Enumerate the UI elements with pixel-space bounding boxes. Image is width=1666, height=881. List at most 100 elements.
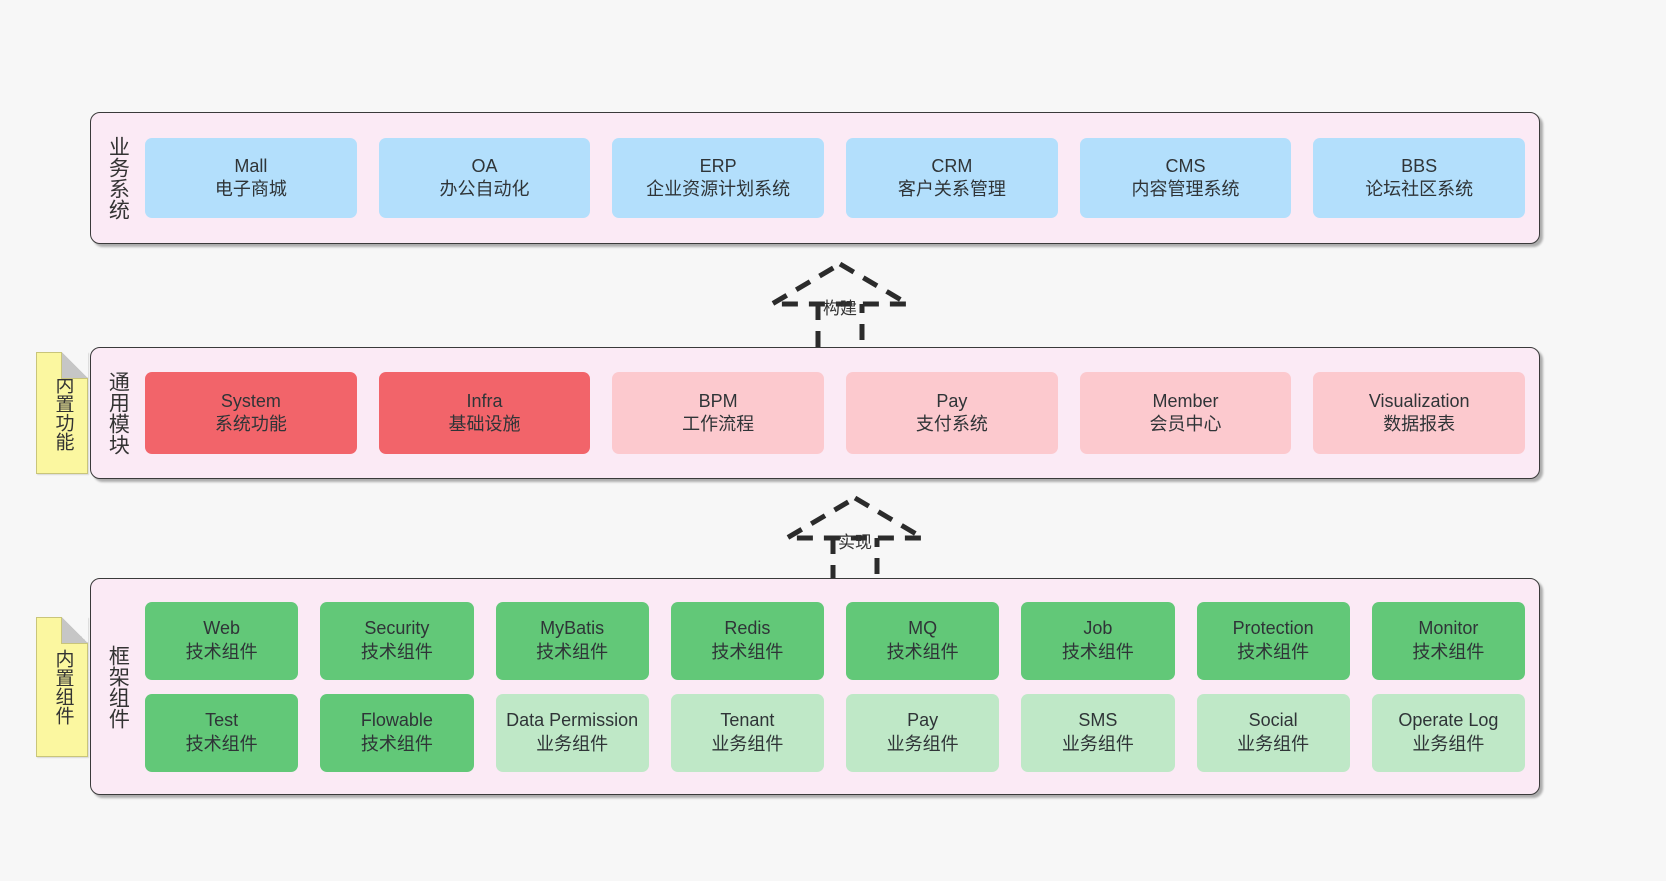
node-member-en: Member <box>1152 390 1219 411</box>
layer-common-modules-label: 通用模块 <box>106 371 130 455</box>
node-system[interactable]: System 系统功能 <box>145 372 357 454</box>
node-pay-module-en: Pay <box>936 390 968 411</box>
node-protection[interactable]: Protection 技术组件 <box>1196 601 1350 680</box>
node-sms[interactable]: SMS 业务组件 <box>1021 693 1175 772</box>
node-infra-cn: 基础设施 <box>448 414 521 434</box>
node-data-permission-en: Data Permission <box>506 710 639 731</box>
node-redis-cn: 技术组件 <box>711 641 784 662</box>
node-mall[interactable]: Mall 电子商城 <box>145 138 357 218</box>
node-redis-en: Redis <box>724 618 771 639</box>
node-web[interactable]: Web 技术组件 <box>145 601 299 680</box>
arrow-implement-glyph <box>777 495 933 591</box>
layer-common-modules: 通用模块 System 系统功能 Infra 基础设施 BPM 工作流程 Pay… <box>90 347 1540 479</box>
node-job-en: Job <box>1083 618 1113 639</box>
framework-node-row-1: Web 技术组件 Security 技术组件 MyBatis 技术组件 Redi… <box>145 601 1525 680</box>
node-operate-log-cn: 业务组件 <box>1412 733 1485 754</box>
node-bpm[interactable]: BPM 工作流程 <box>612 372 825 454</box>
note-builtin-components: 内置组件 <box>36 617 88 757</box>
node-pay-module[interactable]: Pay 支付系统 <box>846 372 1058 454</box>
node-pay-component-cn: 业务组件 <box>886 733 959 754</box>
node-tenant[interactable]: Tenant 业务组件 <box>670 693 824 772</box>
node-member-cn: 会员中心 <box>1149 414 1222 434</box>
node-oa-en: OA <box>471 155 498 176</box>
node-mq-en: MQ <box>908 618 938 639</box>
node-social-cn: 业务组件 <box>1237 733 1310 754</box>
node-member[interactable]: Member 会员中心 <box>1079 372 1292 454</box>
node-bbs-cn: 论坛社区系统 <box>1365 179 1474 199</box>
node-mybatis-cn: 技术组件 <box>536 641 609 662</box>
layer-business-system-body: Mall 电子商城 OA 办公自动化 ERP 企业资源计划系统 CRM 客户关系… <box>143 113 1539 243</box>
node-infra[interactable]: Infra 基础设施 <box>378 372 591 454</box>
node-monitor-en: Monitor <box>1418 618 1479 639</box>
node-flowable-en: Flowable <box>360 710 433 731</box>
node-mybatis[interactable]: MyBatis 技术组件 <box>495 601 649 680</box>
node-visualization-en: Visualization <box>1368 390 1470 411</box>
node-erp-cn: 企业资源计划系统 <box>646 179 791 199</box>
node-mall-en: Mall <box>234 155 268 176</box>
layer-framework-components-label: 框架组件 <box>106 644 130 729</box>
node-protection-en: Protection <box>1232 618 1314 639</box>
node-tenant-en: Tenant <box>720 710 775 731</box>
note-builtin-components-text: 内置组件 <box>52 649 74 725</box>
node-security-en: Security <box>364 618 430 639</box>
node-social-en: Social <box>1248 710 1298 731</box>
note-builtin-features: 内置功能 <box>36 352 88 474</box>
arrow-build-glyph <box>762 261 918 357</box>
node-crm[interactable]: CRM 客户关系管理 <box>846 138 1058 218</box>
node-sms-cn: 业务组件 <box>1061 733 1134 754</box>
node-system-cn: 系统功能 <box>214 414 287 434</box>
module-node-row: System 系统功能 Infra 基础设施 BPM 工作流程 Pay 支付系统… <box>145 372 1526 454</box>
node-mall-cn: 电子商城 <box>214 179 287 199</box>
node-test[interactable]: Test 技术组件 <box>145 693 299 772</box>
node-cms[interactable]: CMS 内容管理系统 <box>1079 138 1292 218</box>
node-erp[interactable]: ERP 企业资源计划系统 <box>612 138 825 218</box>
node-web-cn: 技术组件 <box>185 641 258 662</box>
node-social[interactable]: Social 业务组件 <box>1196 693 1350 772</box>
node-visualization[interactable]: Visualization 数据报表 <box>1313 372 1526 454</box>
node-mybatis-en: MyBatis <box>540 618 605 639</box>
node-redis[interactable]: Redis 技术组件 <box>670 601 824 680</box>
layer-framework-components-body: Web 技术组件 Security 技术组件 MyBatis 技术组件 Redi… <box>143 579 1539 794</box>
node-mq-cn: 技术组件 <box>886 641 959 662</box>
node-pay-module-cn: 支付系统 <box>915 414 988 434</box>
node-monitor-cn: 技术组件 <box>1412 641 1485 662</box>
layer-framework-components: 框架组件 Web 技术组件 Security 技术组件 MyBatis 技术组件… <box>90 578 1540 795</box>
node-security[interactable]: Security 技术组件 <box>320 601 474 680</box>
node-cms-cn: 内容管理系统 <box>1131 179 1240 199</box>
node-bpm-en: BPM <box>698 390 738 411</box>
framework-node-row-2: Test 技术组件 Flowable 技术组件 Data Permission … <box>145 693 1525 772</box>
layer-business-system-label: 业务系统 <box>106 136 130 220</box>
arrow-implement-label: 实现 <box>838 533 872 552</box>
node-protection-cn: 技术组件 <box>1237 641 1310 662</box>
node-infra-en: Infra <box>466 390 503 411</box>
node-bbs[interactable]: BBS 论坛社区系统 <box>1313 138 1526 218</box>
node-bpm-cn: 工作流程 <box>682 414 755 434</box>
node-pay-component[interactable]: Pay 业务组件 <box>846 693 1000 772</box>
node-bbs-en: BBS <box>1401 155 1438 176</box>
node-oa[interactable]: OA 办公自动化 <box>378 138 591 218</box>
business-node-row: Mall 电子商城 OA 办公自动化 ERP 企业资源计划系统 CRM 客户关系… <box>145 138 1526 218</box>
note-builtin-features-text: 内置功能 <box>52 375 74 451</box>
arrow-build-label: 构建 <box>823 299 857 318</box>
node-data-permission[interactable]: Data Permission 业务组件 <box>495 693 649 772</box>
node-crm-en: CRM <box>931 155 973 176</box>
node-flowable[interactable]: Flowable 技术组件 <box>320 693 474 772</box>
node-visualization-cn: 数据报表 <box>1383 414 1456 434</box>
layer-common-modules-body: System 系统功能 Infra 基础设施 BPM 工作流程 Pay 支付系统… <box>143 348 1539 478</box>
node-data-permission-cn: 业务组件 <box>536 733 609 754</box>
node-pay-component-en: Pay <box>907 710 939 731</box>
node-operate-log-en: Operate Log <box>1398 710 1499 731</box>
node-mq[interactable]: MQ 技术组件 <box>846 601 1000 680</box>
node-job[interactable]: Job 技术组件 <box>1021 601 1175 680</box>
node-monitor[interactable]: Monitor 技术组件 <box>1371 601 1525 680</box>
node-cms-en: CMS <box>1165 155 1206 176</box>
node-sms-en: SMS <box>1078 710 1118 731</box>
node-oa-cn: 办公自动化 <box>439 179 530 199</box>
arrow-implement: 实现 <box>775 492 935 592</box>
node-test-en: Test <box>205 710 239 731</box>
node-operate-log[interactable]: Operate Log 业务组件 <box>1371 693 1525 772</box>
node-web-en: Web <box>203 618 240 639</box>
node-tenant-cn: 业务组件 <box>711 733 784 754</box>
layer-business-system: 业务系统 Mall 电子商城 OA 办公自动化 ERP 企业资源计划系统 CRM… <box>90 112 1540 244</box>
